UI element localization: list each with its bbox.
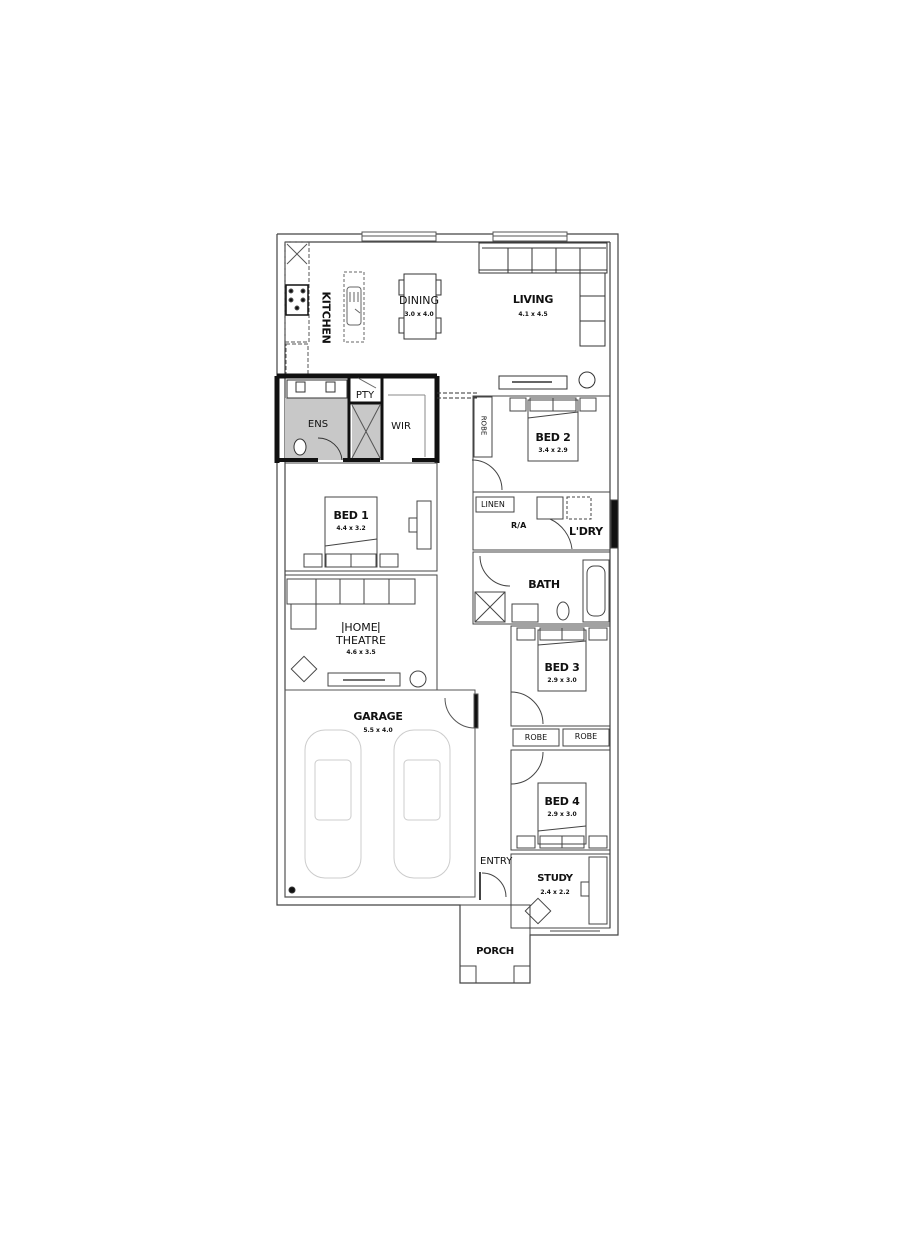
bed4-label: BED 4 — [544, 795, 580, 808]
top-windows — [361, 231, 568, 242]
garage-area — [284, 689, 479, 898]
bed2-label: BED 2 — [535, 431, 571, 444]
ensuite-block — [274, 373, 440, 463]
bed1-label: BED 1 — [333, 509, 369, 522]
bed2-size: 3.4 x 2.9 — [538, 447, 568, 454]
bed1-area — [284, 462, 438, 572]
bulkhead — [437, 392, 477, 399]
study-label: STUDY — [537, 873, 573, 884]
living-label: LIVING — [512, 293, 554, 306]
wir-label: WIR — [391, 421, 411, 432]
home-theatre-label-1: HOME — [342, 621, 380, 634]
living-size: 4.1 x 4.5 — [518, 311, 548, 318]
dining-label: DINING — [399, 294, 439, 307]
bed3-size: 2.9 x 3.0 — [547, 677, 577, 684]
porch-label: PORCH — [476, 946, 514, 957]
porch-area — [459, 904, 531, 984]
entry-label: ENTRY — [480, 856, 513, 867]
study-size: 2.4 x 2.2 — [540, 889, 570, 896]
bath-area — [472, 551, 611, 625]
bed4-area — [510, 749, 611, 851]
bed3-area — [510, 625, 611, 747]
cars — [304, 729, 451, 879]
laundry-label: L'DRY — [569, 525, 603, 538]
dining-table — [398, 273, 442, 340]
bed1-size: 4.4 x 3.2 — [336, 525, 366, 532]
kitchen-island — [343, 271, 365, 343]
home-theatre-size: 4.6 x 3.5 — [346, 649, 376, 656]
bath-label: BATH — [528, 578, 560, 591]
ensuite-label: ENS — [307, 419, 329, 430]
kitchen-label: KITCHEN — [319, 291, 333, 344]
bed3-robe-right: ROBE — [574, 732, 598, 741]
garage-label: GARAGE — [353, 710, 403, 723]
plant — [578, 371, 596, 389]
ra-label: R/A — [511, 521, 527, 530]
laundry-area — [472, 491, 619, 551]
study-area — [479, 853, 611, 932]
home-theatre-label-2: THEATRE — [336, 634, 386, 647]
hws-icon — [288, 886, 296, 894]
pantry-label: PTY — [355, 390, 375, 401]
kitchen-bench — [284, 241, 310, 375]
bed3-label: BED 3 — [544, 661, 580, 674]
linen-label: LINEN — [481, 500, 505, 509]
dining-size: 3.0 x 4.0 — [404, 311, 434, 318]
living-sofa — [478, 242, 608, 347]
tv-unit — [498, 375, 568, 390]
bed2-area — [471, 395, 611, 493]
bed2-robe-label: ROBE — [479, 415, 488, 436]
bed4-size: 2.9 x 3.0 — [547, 811, 577, 818]
bed3-robe-left: ROBE — [524, 733, 548, 742]
garage-size: 5.5 x 4.0 — [363, 727, 393, 734]
